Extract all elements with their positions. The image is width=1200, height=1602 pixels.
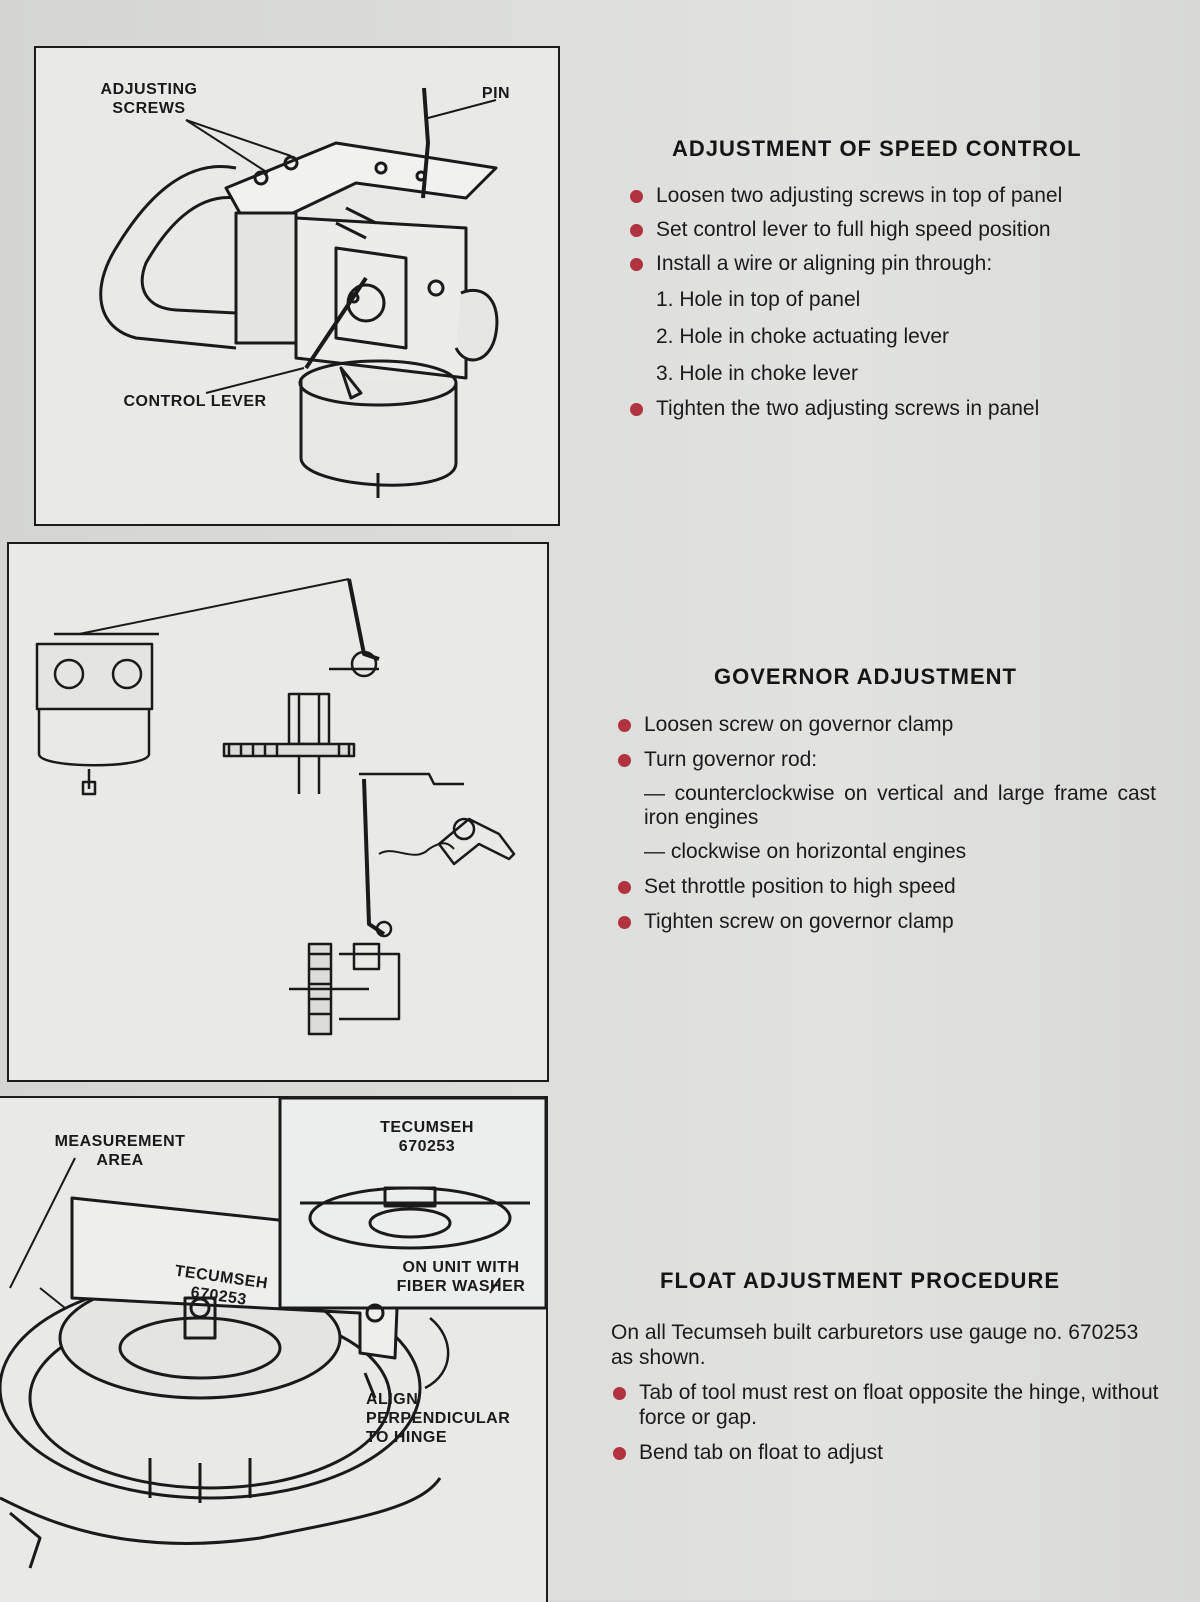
bullet-dot-icon [630,190,643,203]
list-item: Set throttle position to high speed [616,874,1156,899]
heading-speed-control: ADJUSTMENT OF SPEED CONTROL [672,136,1082,161]
label-pin: PIN [481,85,511,102]
figure-governor [7,542,549,1082]
label-adjusting-screws: ADJUSTING SCREWS [100,81,198,117]
bullet-dot-icon [618,719,631,732]
list-item: Loosen screw on governor clamp [616,712,1156,737]
bullet-dot-icon [618,881,631,894]
dash-item: — clockwise on horizontal engines [644,840,967,863]
step-item: 3. Hole in choke lever [656,362,858,385]
heading-governor: GOVERNOR ADJUSTMENT [714,664,1017,689]
list-item: Turn governor rod: [616,747,1156,772]
bullet-dot-icon [613,1447,626,1460]
float-text: On all Tecumseh built carburetors use ga… [611,1320,1166,1465]
bullet-dot-icon [630,258,643,271]
label-tecumseh-tool-inset: TECUMSEH 670253 [380,1119,474,1155]
speed-control-list: Loosen two adjusting screws in top of pa… [628,183,1148,421]
carburetor-illustration [99,87,499,498]
list-item: Set control lever to full high speed pos… [628,217,1148,242]
bullet-dot-icon [613,1387,626,1400]
label-control-lever: CONTROL LEVER [123,393,267,410]
bullet-dot-icon [630,403,643,416]
governor-list: Loosen screw on governor clamp Turn gove… [616,712,1156,934]
bullet-dot-icon [618,754,631,767]
governor-linkage-illustration [35,578,516,1036]
label-fiber-washer: ON UNIT WITH FIBER WASHER [396,1259,526,1295]
bullet-dot-icon [618,916,631,929]
figure-speed-control: ADJUSTING SCREWS PIN CONTROL LEVER [34,46,560,526]
list-item: Tighten screw on governor clamp [616,909,1156,934]
list-item: Tab of tool must rest on float opposite … [611,1380,1166,1430]
list-item: Tighten the two adjusting screws in pane… [628,396,1148,421]
figure-float-gauge: MEASUREMENT AREA TECUMSEH 670253 TECUMSE… [0,1096,548,1602]
list-item: Loosen two adjusting screws in top of pa… [628,183,1148,208]
bullet-dot-icon [630,224,643,237]
step-item: 2. Hole in choke actuating lever [656,325,950,348]
label-measurement-area: MEASUREMENT AREA [54,1133,186,1169]
dash-item: — counterclockwise on vertical and large… [644,782,1156,829]
list-item: Install a wire or aligning pin through: [628,251,1148,276]
heading-float: FLOAT ADJUSTMENT PROCEDURE [660,1268,1060,1293]
float-intro: On all Tecumseh built carburetors use ga… [611,1321,1139,1369]
step-item: 1. Hole in top of panel [656,288,861,311]
float-gauge-illustration [0,1098,546,1569]
label-align-hinge: ALIGN PERPENDICULAR TO HINGE [366,1391,511,1446]
list-item: Bend tab on float to adjust [611,1440,1166,1465]
